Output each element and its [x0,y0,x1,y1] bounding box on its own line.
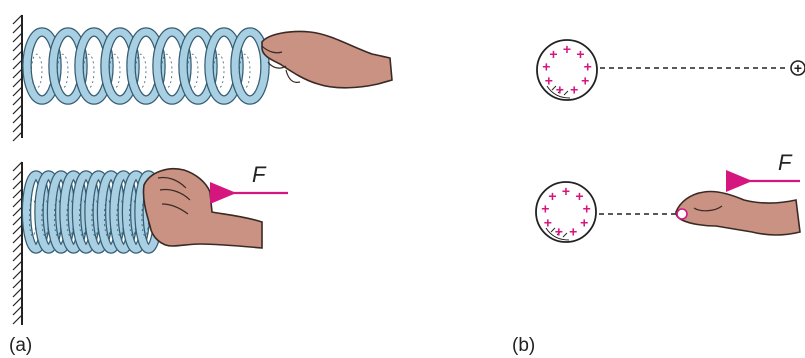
positive-charge: + [542,58,550,74]
positive-charge: + [584,58,592,74]
wall-top [12,14,23,142]
panel-label-b: (b) [512,335,535,356]
test-charge-top: + [790,60,805,76]
spring-coil [48,171,74,253]
panel-label-a: (a) [9,335,32,356]
positive-charge: + [575,188,583,204]
positive-charge: + [581,73,589,89]
positive-charge: + [563,41,571,57]
spring-coil [35,171,62,253]
wall-bottom [12,161,23,325]
positive-charge: + [556,82,564,98]
hand-pushing [142,168,263,249]
positive-charge: + [544,215,552,231]
positive-charge: + [555,224,563,240]
positive-charge: + [569,224,577,240]
positive-charge: + [576,46,584,62]
spring-coil [98,171,124,253]
positive-charge: + [570,82,578,98]
positive-charge: + [545,73,553,89]
panel-b: +++++++++ + +++++++++ F (b) [512,39,805,356]
spring-stretched [22,27,270,105]
spring-coil [231,28,269,104]
positive-charge: + [580,215,588,231]
force-label-b: F [778,150,793,175]
hand-holding-charge [675,190,801,236]
positive-charge: + [562,183,570,199]
hand-pulling [261,30,393,89]
spring-coil [23,171,49,253]
spring-coil [73,171,99,253]
positive-charge: + [583,200,591,216]
svg-text:+: + [794,60,802,76]
charged-sphere-bottom: +++++++++ [535,181,597,243]
positive-charge: + [541,200,549,216]
charged-sphere-top: +++++++++ [536,39,598,101]
spring-coil [60,171,87,253]
force-label-a: F [252,162,267,187]
panel-a: F (a) [9,14,393,356]
spring-compressed [21,170,163,254]
spring-coil [85,171,112,253]
test-charge-bottom [676,208,688,220]
spring-coil [110,171,137,253]
positive-charge: + [549,46,557,62]
positive-charge: + [548,188,556,204]
